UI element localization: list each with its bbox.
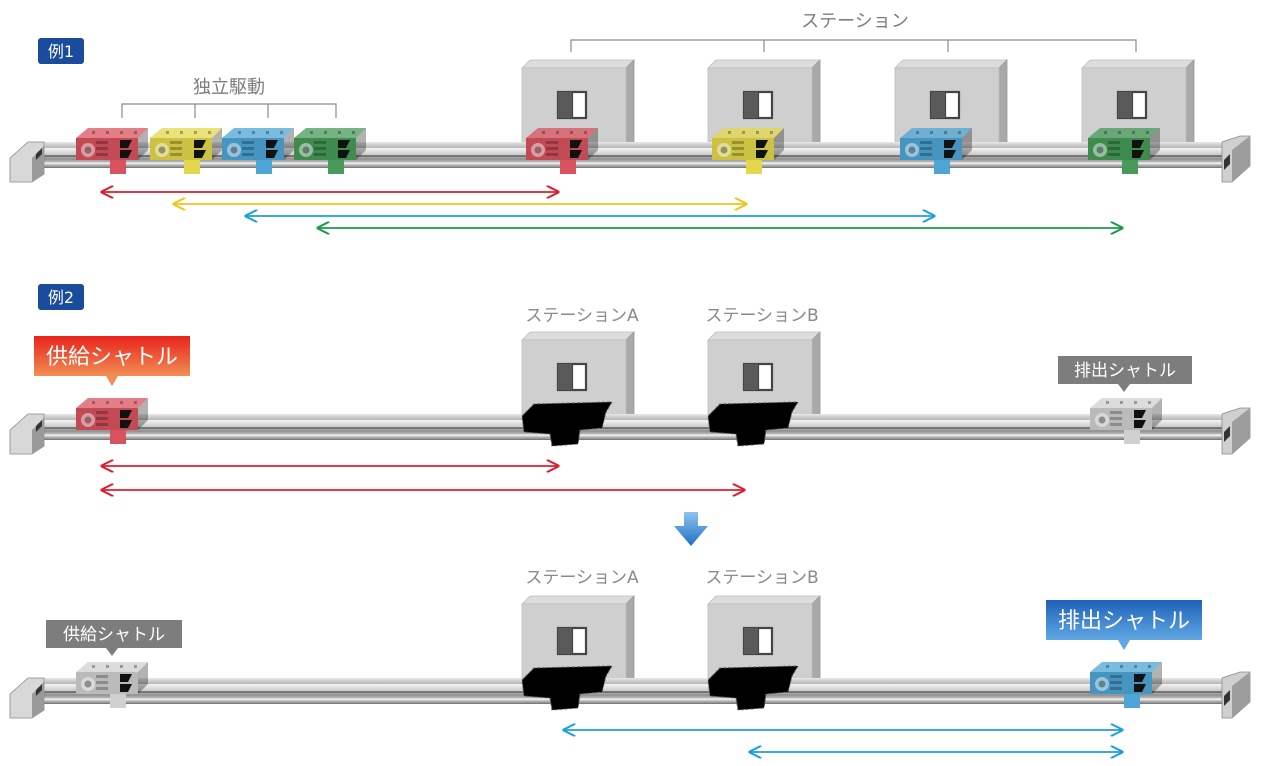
- supply-shuttle-label: 供給シャトル: [63, 625, 165, 645]
- example-1-badge: [38, 38, 84, 64]
- eject-shuttle-label: 排出シャトル: [1074, 361, 1176, 381]
- eject-shuttle-callout: 排出シャトル: [1058, 356, 1192, 392]
- rail: [9, 671, 1251, 719]
- supply-shuttle-callout: 供給シャトル: [46, 620, 182, 656]
- eject-shuttle-callout: 排出シャトル: [1046, 600, 1202, 650]
- station-label: ステーション: [801, 11, 909, 32]
- example-2-badge: [38, 284, 84, 310]
- supply-shuttle-label: 供給シャトル: [46, 345, 178, 370]
- example-2-after: ステーションA ステーションB 供給シャトル 排出シャトル: [9, 568, 1251, 752]
- eject-shuttle-label: 排出シャトル: [1058, 609, 1190, 634]
- example-1-badge-label: 例1: [48, 42, 74, 61]
- rail: [9, 407, 1251, 455]
- station-b-label: ステーションB: [705, 306, 818, 326]
- independent-drive-label: 独立駆動: [193, 77, 265, 98]
- station-a-label: ステーションA: [525, 306, 639, 326]
- example-2-badge-label: 例2: [48, 288, 74, 307]
- station-a-label: ステーションA: [525, 568, 639, 588]
- example-2: 例2 ステーションA ステーションB 供給シャトル 排出シャトル: [9, 284, 1251, 546]
- example-1: 例1 ステーション 独立駆動: [9, 11, 1251, 228]
- supply-shuttle-callout: 供給シャトル: [34, 336, 190, 386]
- station-bracket: [570, 39, 1137, 52]
- down-arrow-icon: [674, 512, 708, 546]
- station-b-label: ステーションB: [705, 568, 818, 588]
- independent-drive-bracket: [121, 103, 337, 118]
